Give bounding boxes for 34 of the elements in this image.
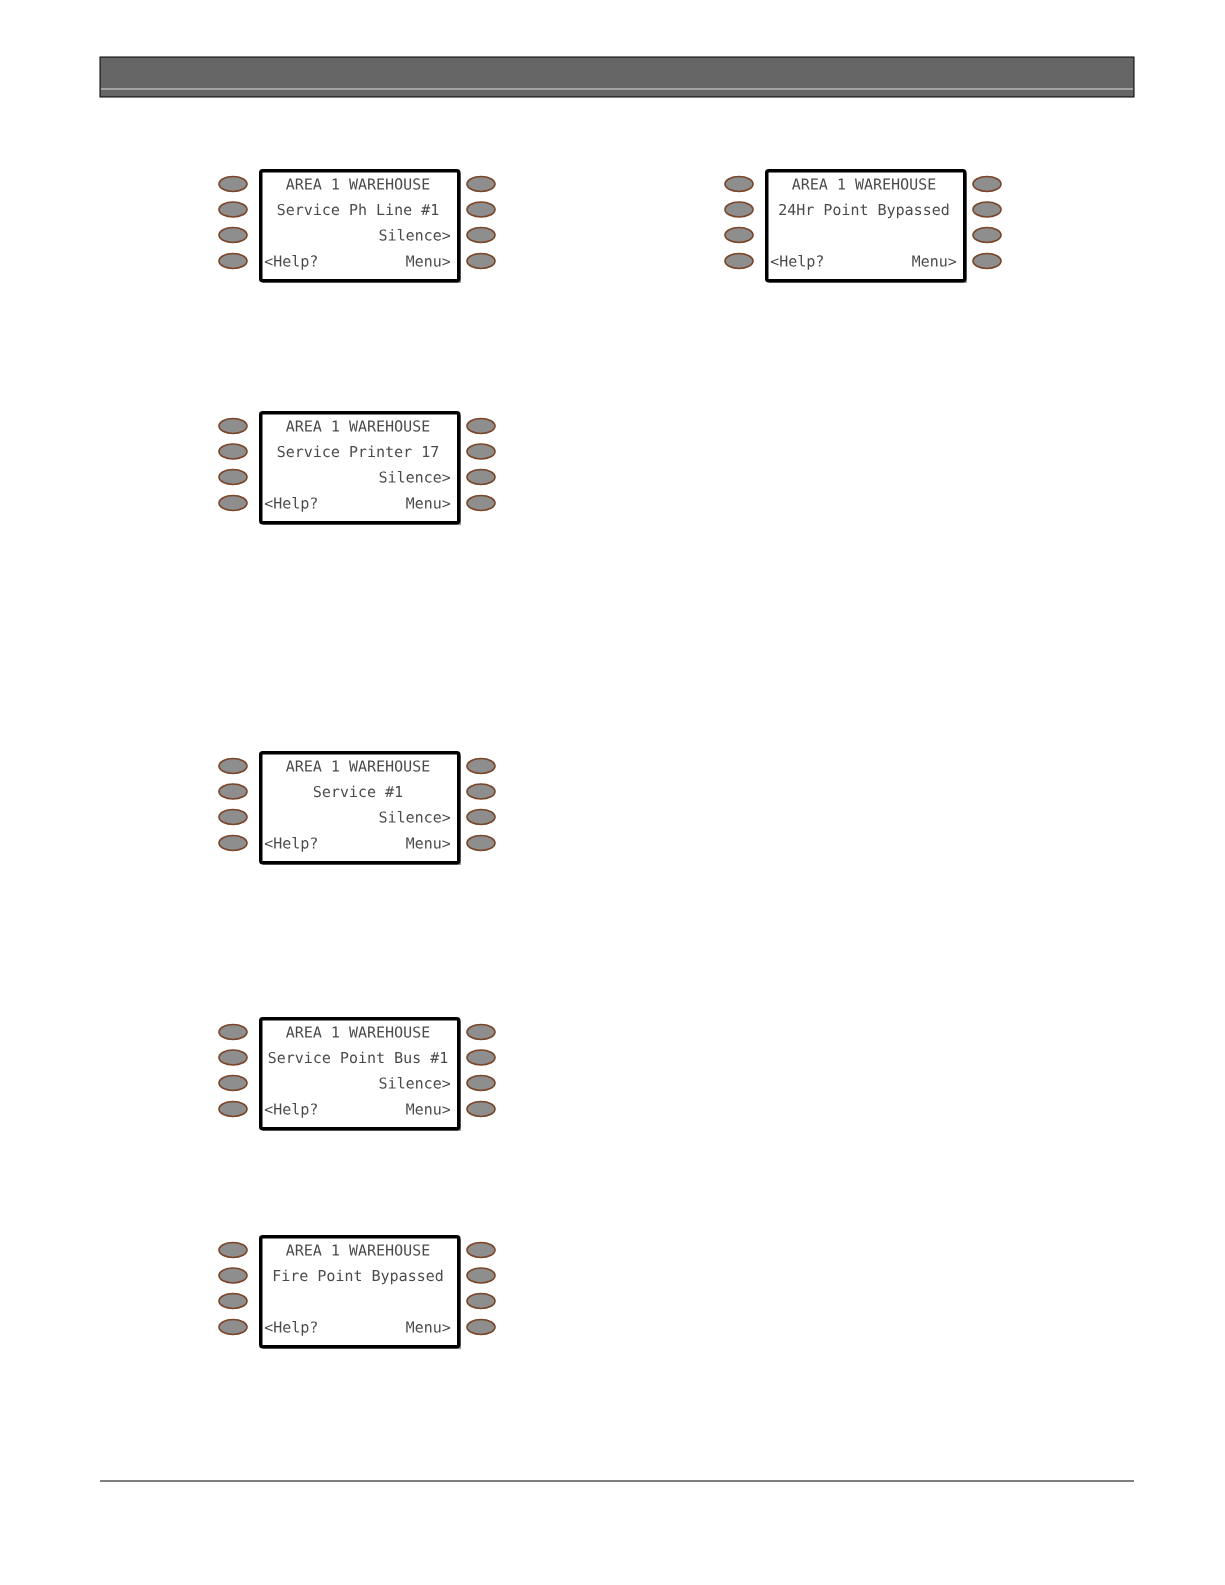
display-text: Fire Point Bypassed bbox=[273, 1269, 443, 1285]
softkey-label: <Help? bbox=[264, 837, 317, 852]
softkey-label: Silence> bbox=[379, 471, 451, 483]
softkey-label: Silence> bbox=[379, 1077, 451, 1089]
display-text: AREA 1 WAREHOUSE bbox=[286, 760, 430, 772]
softkey-label: <Help? bbox=[264, 1103, 317, 1118]
display-text: AREA 1 WAREHOUSE bbox=[792, 178, 936, 190]
softkey-label: Menu> bbox=[406, 1321, 451, 1333]
softkey-label: Menu> bbox=[406, 497, 451, 509]
lcd-display bbox=[259, 1235, 461, 1349]
softkey-label: Menu> bbox=[912, 255, 957, 267]
display-text: Service Ph Line #1 bbox=[277, 203, 439, 216]
display-text: AREA 1 WAREHOUSE bbox=[286, 1244, 430, 1256]
display-text: AREA 1 WAREHOUSE bbox=[286, 1026, 430, 1038]
softkey-label: <Help? bbox=[264, 497, 317, 512]
lcd-display bbox=[259, 751, 461, 865]
softkey-label: Menu> bbox=[406, 255, 451, 267]
softkey-label: <Help? bbox=[264, 255, 317, 270]
display-text: Service #1 bbox=[313, 785, 403, 798]
softkey-label: Menu> bbox=[406, 1103, 451, 1115]
softkey-label: <Help? bbox=[264, 1321, 317, 1336]
display-text: Service Printer 17 bbox=[277, 445, 439, 458]
softkey-label: Menu> bbox=[406, 837, 451, 849]
softkey-label: Silence> bbox=[379, 811, 451, 823]
display-text: AREA 1 WAREHOUSE bbox=[286, 178, 430, 190]
softkey-label: Silence> bbox=[379, 229, 451, 241]
lcd-display bbox=[259, 411, 461, 525]
display-text: 24Hr Point Bypassed bbox=[779, 203, 949, 219]
lcd-display bbox=[259, 1017, 461, 1131]
lcd-display bbox=[765, 169, 967, 283]
softkey-label: <Help? bbox=[770, 255, 823, 270]
lcd-display bbox=[259, 169, 461, 283]
display-text: AREA 1 WAREHOUSE bbox=[286, 420, 430, 432]
display-text: Service Point Bus #1 bbox=[268, 1051, 448, 1064]
